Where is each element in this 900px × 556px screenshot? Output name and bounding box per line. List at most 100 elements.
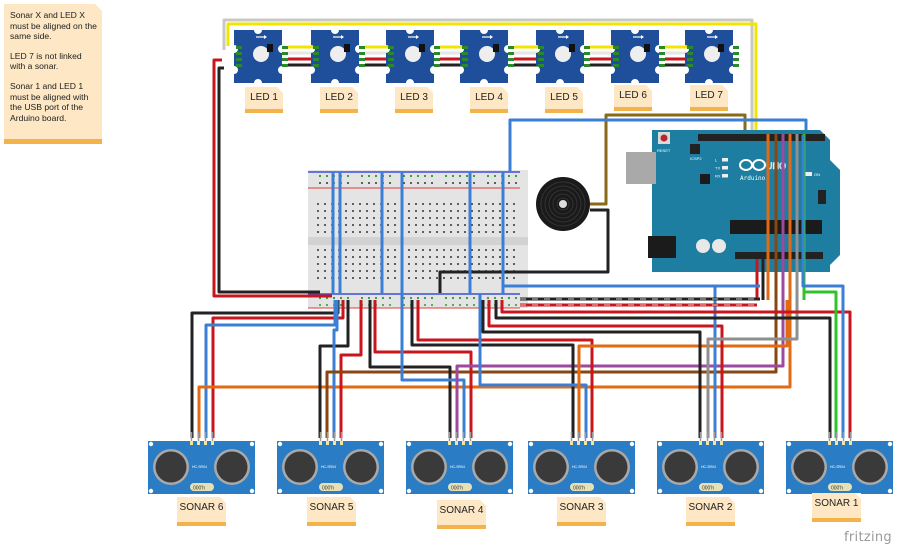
sonar-label-2: SONAR 2 [686, 497, 735, 526]
rail-hole [326, 182, 328, 184]
led-pin-gnd [508, 64, 514, 67]
wire-sonar1-vcc [500, 300, 852, 438]
led-label-text: LED 2 [325, 92, 353, 103]
breadboard-hole [345, 224, 347, 226]
mount-hole [528, 441, 534, 447]
breadboard-hole [317, 217, 319, 219]
breadboard-hole [478, 263, 480, 265]
mount-hole [657, 441, 663, 447]
led-lens [704, 46, 720, 62]
sonar-pin [570, 441, 573, 445]
rail-hole [409, 296, 413, 300]
led-pin-vcc [687, 58, 693, 61]
breadboard-hole [366, 249, 368, 251]
led-pin-ci [659, 46, 665, 49]
breadboard-hole [429, 249, 431, 251]
usb-chip [700, 174, 710, 184]
led-lens [253, 46, 269, 62]
led-pin-vcc [236, 58, 242, 61]
led-pin-gnd [687, 64, 693, 67]
breadboard-hole [324, 224, 326, 226]
breadboard-hole [366, 217, 368, 219]
breadboard-hole [366, 210, 368, 212]
transducer-right [474, 451, 506, 483]
led-pin-vcc [733, 58, 739, 61]
instruction-note: Sonar X and LED X must be aligned on the… [4, 4, 102, 144]
breadboard-hole [366, 256, 368, 258]
sonar-pin [448, 441, 451, 445]
led-pin-gnd [462, 64, 468, 67]
breadboard-hole [366, 231, 368, 233]
led-chip [267, 44, 273, 52]
breadboard-hole [513, 217, 515, 219]
breadboard-hole [317, 249, 319, 251]
breadboard-hole [324, 270, 326, 272]
wire-sonar2-gnd [481, 300, 702, 438]
breadboard-hole [387, 277, 389, 279]
breadboard-hole [436, 217, 438, 219]
mount-hole [629, 441, 635, 447]
led-pin-di [584, 52, 590, 55]
breadboard-hole [387, 224, 389, 226]
breadboard-hole [408, 224, 410, 226]
wire-sonar1-gnd [494, 300, 832, 438]
buzzer-ring [548, 189, 578, 219]
breadboard-hole [478, 249, 480, 251]
rail-hole [416, 174, 420, 178]
wire-sonar2-trig [713, 284, 760, 438]
breadboard-hole [450, 277, 452, 279]
rail-hole [486, 296, 490, 300]
breadboard-hole [443, 231, 445, 233]
breadboard-hole [408, 270, 410, 272]
led-modules [234, 30, 739, 83]
breadboard-hole [485, 217, 487, 219]
arduino-pcb [652, 130, 840, 272]
breadboard-hole [415, 256, 417, 258]
led-lens [555, 46, 571, 62]
breadboard-hole [450, 210, 452, 212]
rail-hole [466, 182, 468, 184]
breadboard-hole [387, 249, 389, 251]
led-pin-ci [687, 46, 693, 49]
breadboard-hole [408, 263, 410, 265]
sonar-label-4: SONAR 4 [437, 500, 486, 529]
breadboard-hole [345, 270, 347, 272]
breadboard-hole [429, 256, 431, 258]
arduino-logo-right [752, 159, 766, 171]
wire-sonar2-vcc [487, 300, 724, 438]
rail-hole [417, 182, 419, 184]
breadboard-hole [408, 217, 410, 219]
rail-hole [507, 174, 511, 178]
breadboard-hole [422, 210, 424, 212]
capacitor [712, 239, 726, 253]
led-pin-gnd [538, 64, 544, 67]
breadboard-hole [478, 277, 480, 279]
mount-hole [277, 488, 283, 494]
transducer-right [216, 451, 248, 483]
breadboard-hole [485, 249, 487, 251]
led-module-4 [460, 30, 514, 83]
rail-hole [472, 174, 476, 178]
breadboard-hole [485, 277, 487, 279]
breadboard-hole [492, 263, 494, 265]
led-pin-di [659, 52, 665, 55]
mount-hole [277, 441, 283, 447]
breadboard-hole [317, 270, 319, 272]
mount-hole [148, 488, 154, 494]
breadboard-hole [359, 203, 361, 205]
breadboard-hole [408, 249, 410, 251]
transducer-left [413, 451, 445, 483]
breadboard-center-channel [308, 237, 528, 245]
led-label-5: LED 5 [545, 87, 583, 113]
rail-hole [445, 304, 447, 306]
transducer-right [596, 451, 628, 483]
power-jack [648, 236, 676, 258]
led-module-1 [234, 30, 288, 83]
breadboard-hole [359, 249, 361, 251]
wire-sonar4-trig [400, 294, 466, 438]
led-chip [419, 44, 425, 52]
crystal [570, 483, 594, 491]
buzzer-ring [544, 185, 582, 223]
led-pin-vcc [282, 58, 288, 61]
